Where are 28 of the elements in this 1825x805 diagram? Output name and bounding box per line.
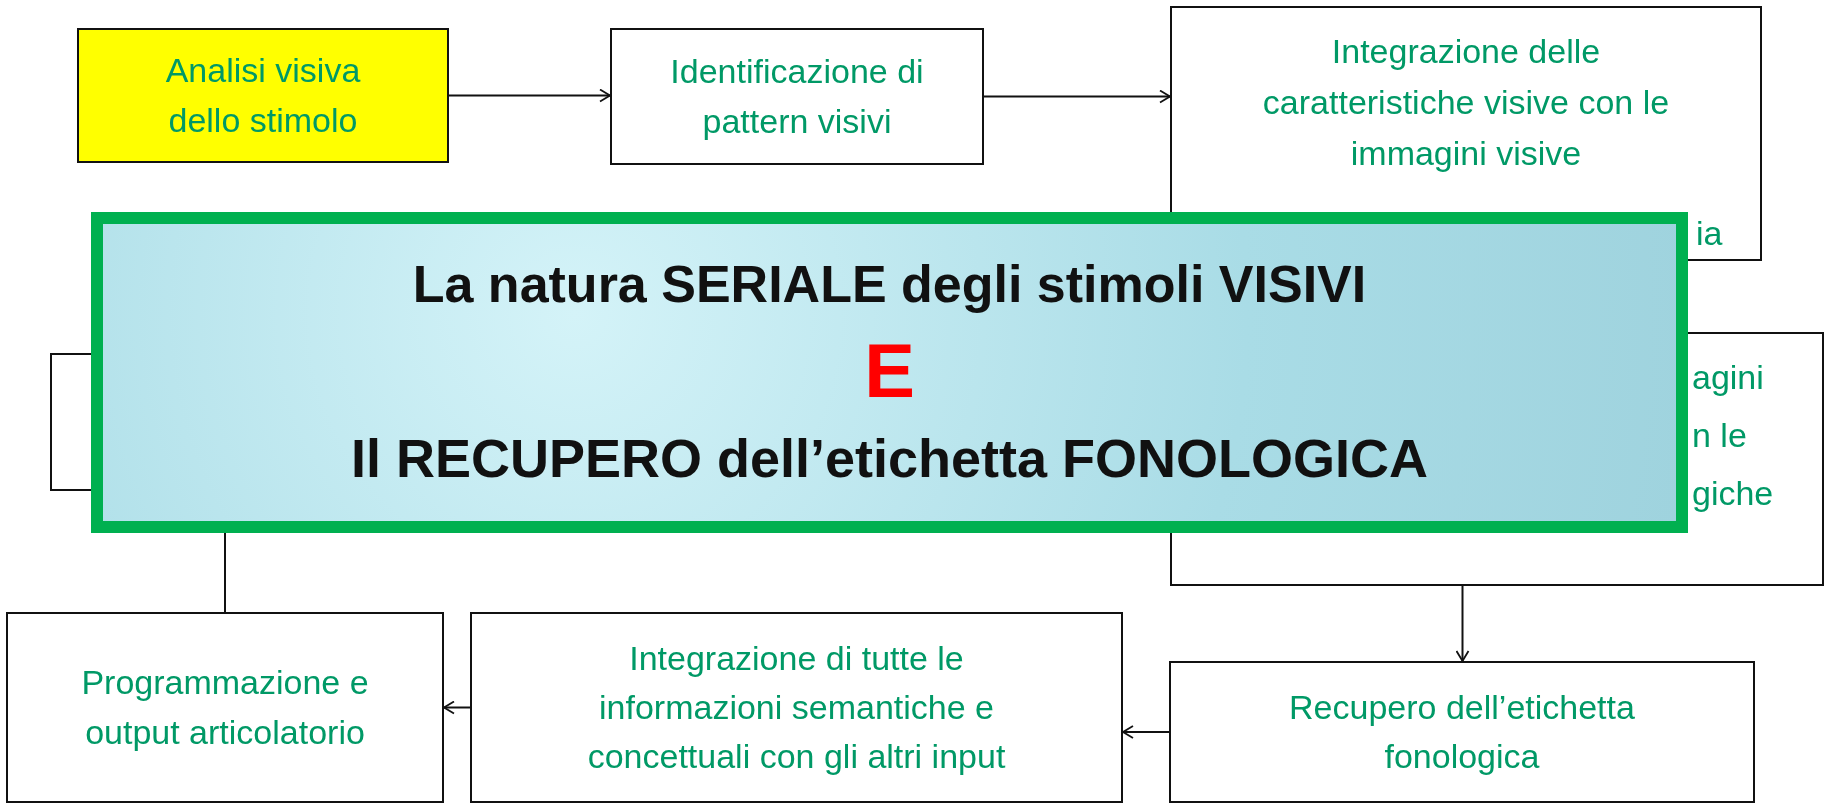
connector-line — [224, 532, 226, 613]
banner-text: E — [864, 333, 915, 410]
arrow — [1455, 585, 1470, 662]
node-text: Identificazione di pattern visivi — [669, 51, 925, 142]
text-fragment: ia — [1696, 213, 1723, 254]
process-box — [470, 612, 1123, 803]
text-fragment: n le — [1692, 415, 1747, 456]
process-box — [6, 612, 444, 803]
banner-text: Il RECUPERO dell’etichetta FONOLOGICA — [350, 427, 1429, 491]
node-text: Programmazione e output articolatorio — [80, 662, 370, 753]
node-text: Analisi visiva dello stimolo — [164, 50, 362, 141]
process-box — [610, 28, 984, 165]
node-text: Recupero dell’etichetta fonologica — [1288, 686, 1636, 777]
node-text: Integrazione di tutte le informazioni semantiche e concettuali con gli altri input — [586, 637, 1007, 778]
box-outline — [50, 353, 91, 491]
node-text: Integrazione delle caratteristiche visive con le immagini visive — [1261, 31, 1671, 174]
process-box — [1170, 6, 1762, 212]
arrow — [443, 700, 471, 715]
arrow — [448, 88, 611, 103]
box-outline — [1170, 533, 1824, 586]
process-box — [77, 28, 449, 163]
arrow — [983, 89, 1171, 104]
text-fragment: giche — [1692, 473, 1774, 514]
title-banner — [91, 212, 1688, 533]
text-fragment: agini — [1692, 357, 1764, 398]
process-box — [1169, 661, 1755, 803]
arrow — [1122, 725, 1170, 739]
banner-text: La natura SERIALE degli stimoli VISIVI — [412, 254, 1367, 316]
